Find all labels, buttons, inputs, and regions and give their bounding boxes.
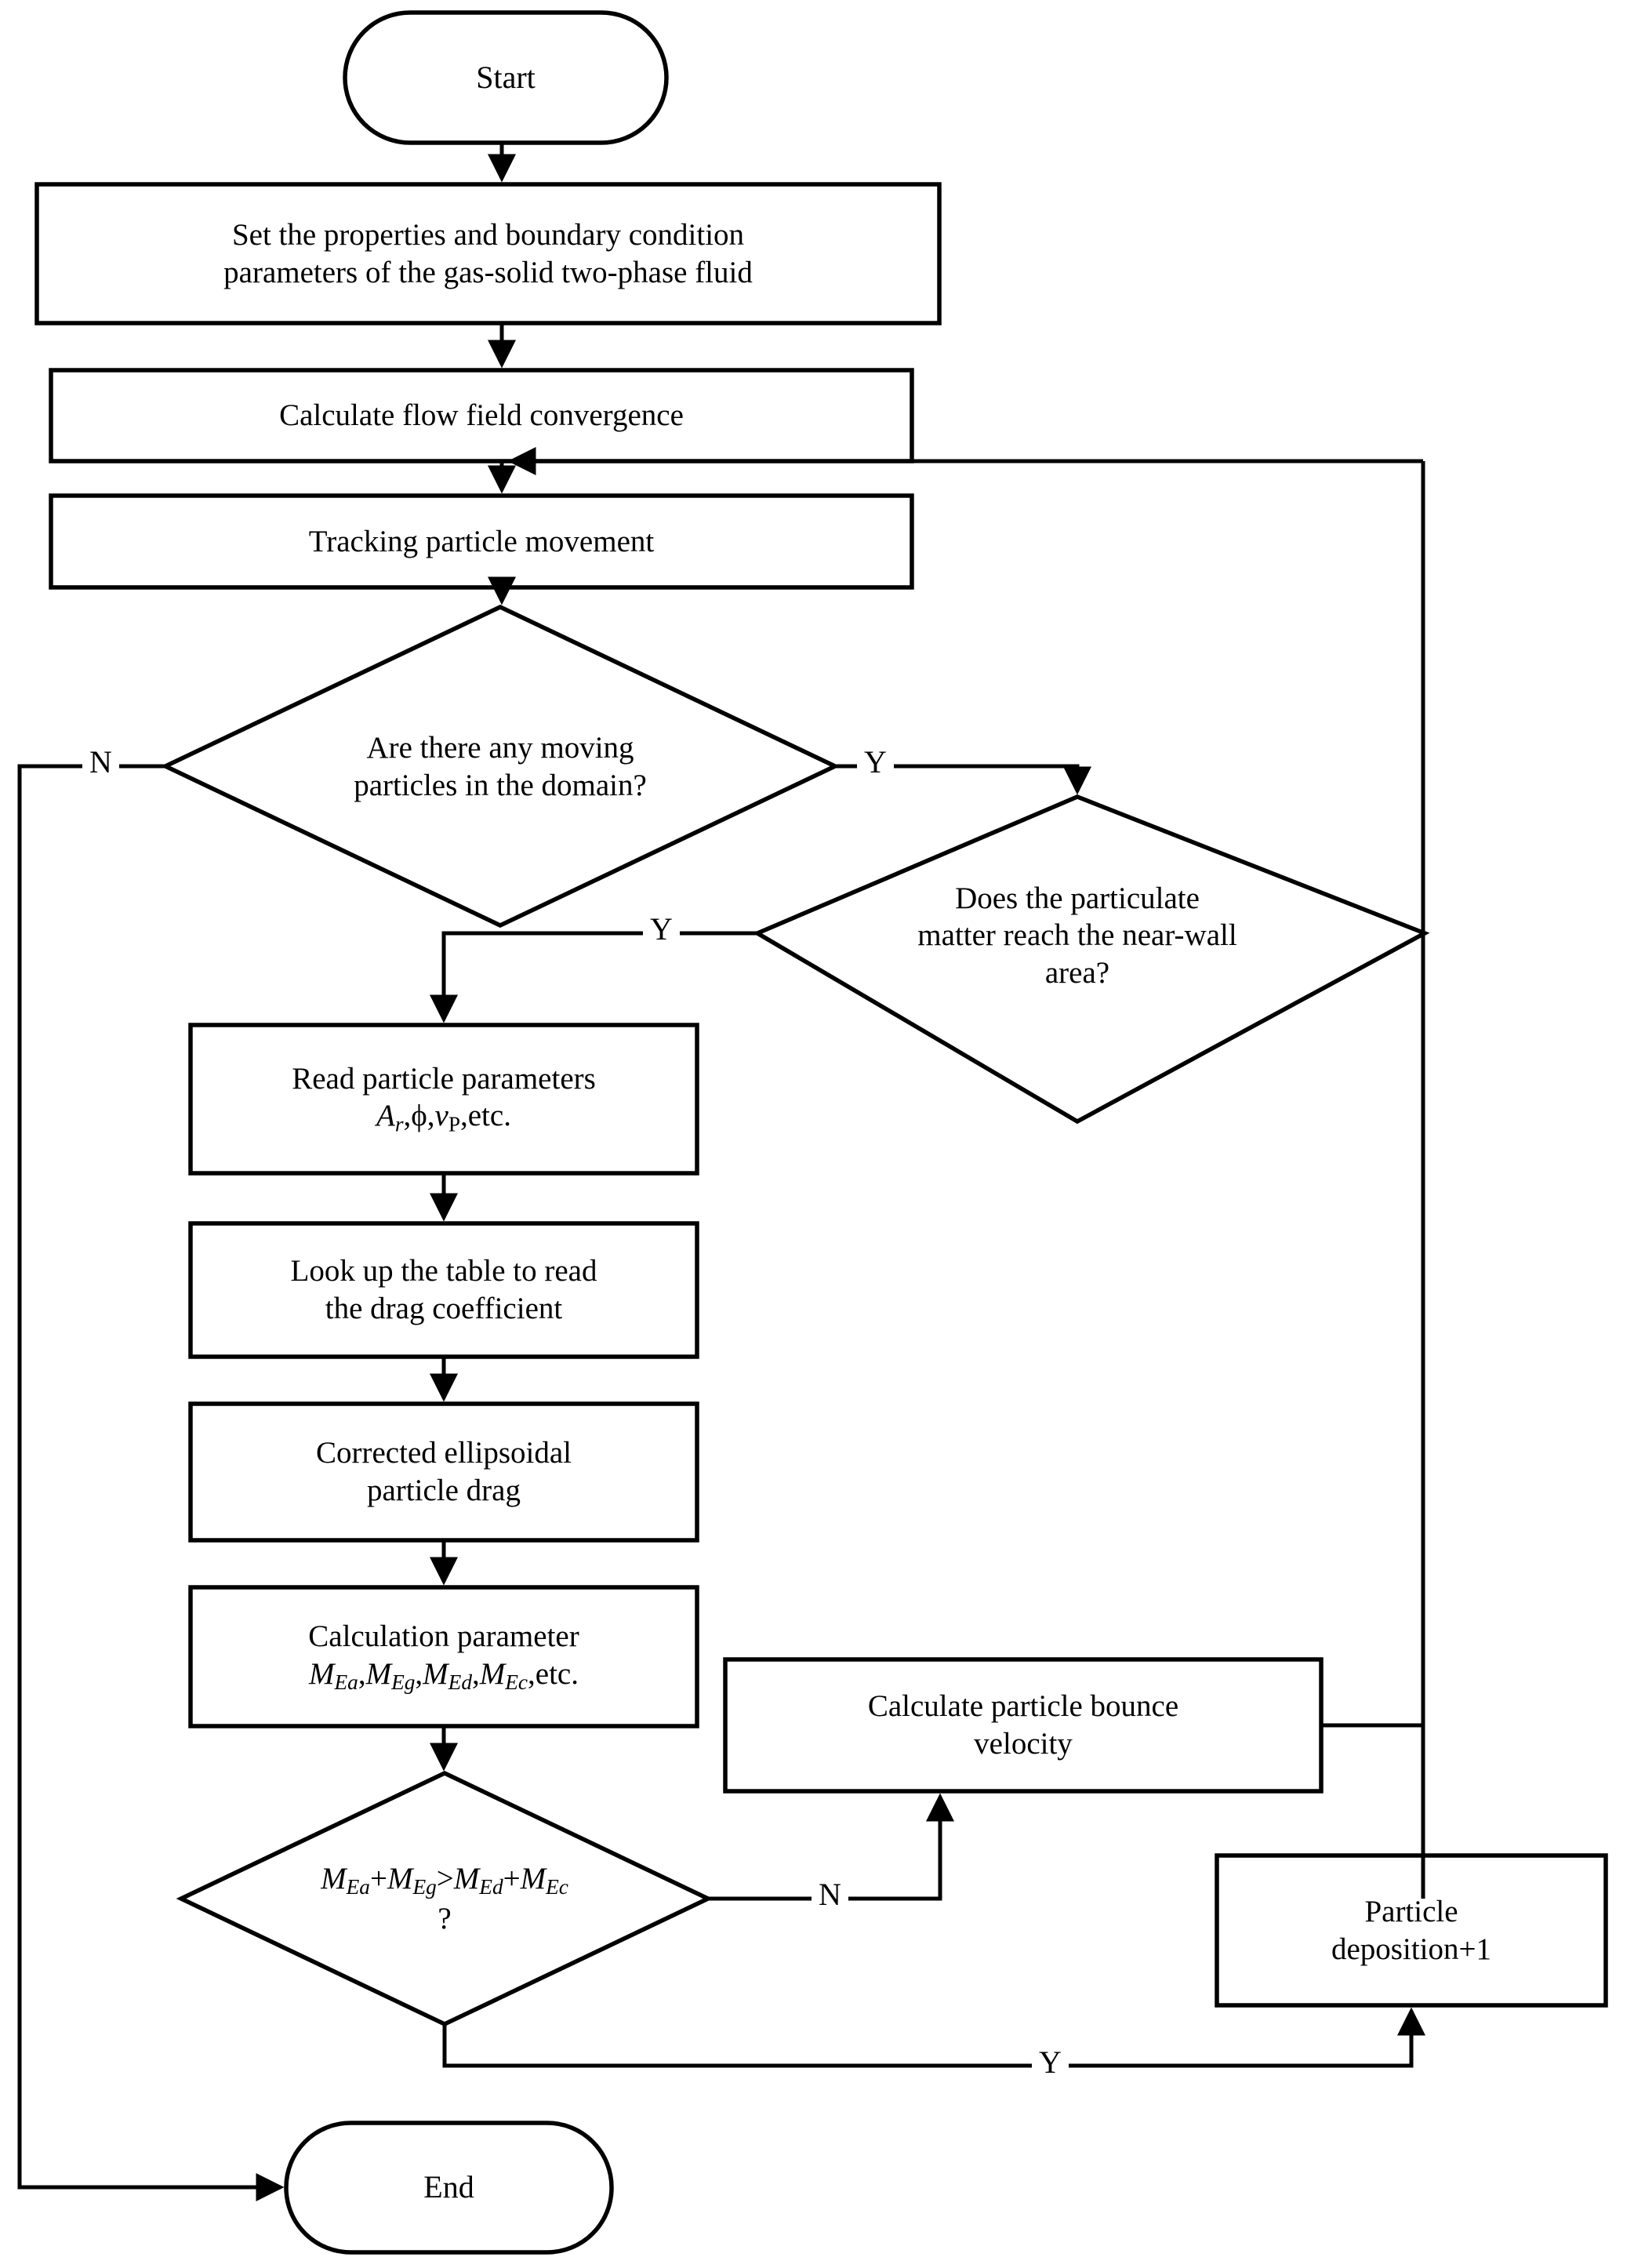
node-end[interactable] — [286, 2123, 612, 2252]
node-lookup-table[interactable] — [191, 1223, 697, 1357]
lookup-table-shape — [188, 1221, 699, 1359]
calc-flow-shape — [49, 368, 914, 463]
near-wall-shape — [752, 794, 1430, 1125]
node-start[interactable] — [345, 13, 666, 143]
node-corrected-drag[interactable] — [191, 1404, 697, 1540]
edge-label-moving-yes: Y — [857, 747, 894, 778]
edge-label-energy-yes: Y — [1032, 2047, 1069, 2078]
node-tracking[interactable] — [51, 496, 912, 587]
edge-energy-no-to-bounce — [708, 1793, 954, 1901]
set-properties-shape — [34, 182, 942, 325]
node-set-properties[interactable] — [37, 184, 939, 323]
edge-label-energy-no: N — [812, 1879, 848, 1910]
node-moving-particles[interactable] — [265, 690, 735, 843]
node-read-params[interactable] — [191, 1025, 697, 1173]
node-near-wall[interactable] — [842, 855, 1313, 1012]
edge-moving-yes-to-nearwall — [835, 764, 1091, 795]
edge-energy-yes-to-deposition — [442, 2007, 1425, 2068]
node-deposition[interactable] — [1217, 1855, 1606, 2005]
deposition-shape — [1215, 1853, 1608, 2008]
node-bounce-velocity[interactable] — [725, 1659, 1321, 1791]
tracking-shape — [49, 493, 914, 590]
edge-label-nearwall-yes: Y — [643, 914, 680, 945]
edge-nearwall-yes-to-read — [430, 931, 757, 1023]
node-calc-flow[interactable] — [51, 370, 912, 461]
edge-label-moving-no: N — [82, 747, 119, 778]
start-shape — [343, 10, 669, 145]
moving-particles-shape — [160, 604, 841, 929]
read-params-shape — [188, 1023, 699, 1176]
node-calc-parameter[interactable] — [191, 1587, 697, 1726]
end-shape — [284, 2121, 614, 2255]
node-energy-compare[interactable] — [209, 1827, 680, 1970]
bounce-velocity-shape — [723, 1657, 1324, 1794]
